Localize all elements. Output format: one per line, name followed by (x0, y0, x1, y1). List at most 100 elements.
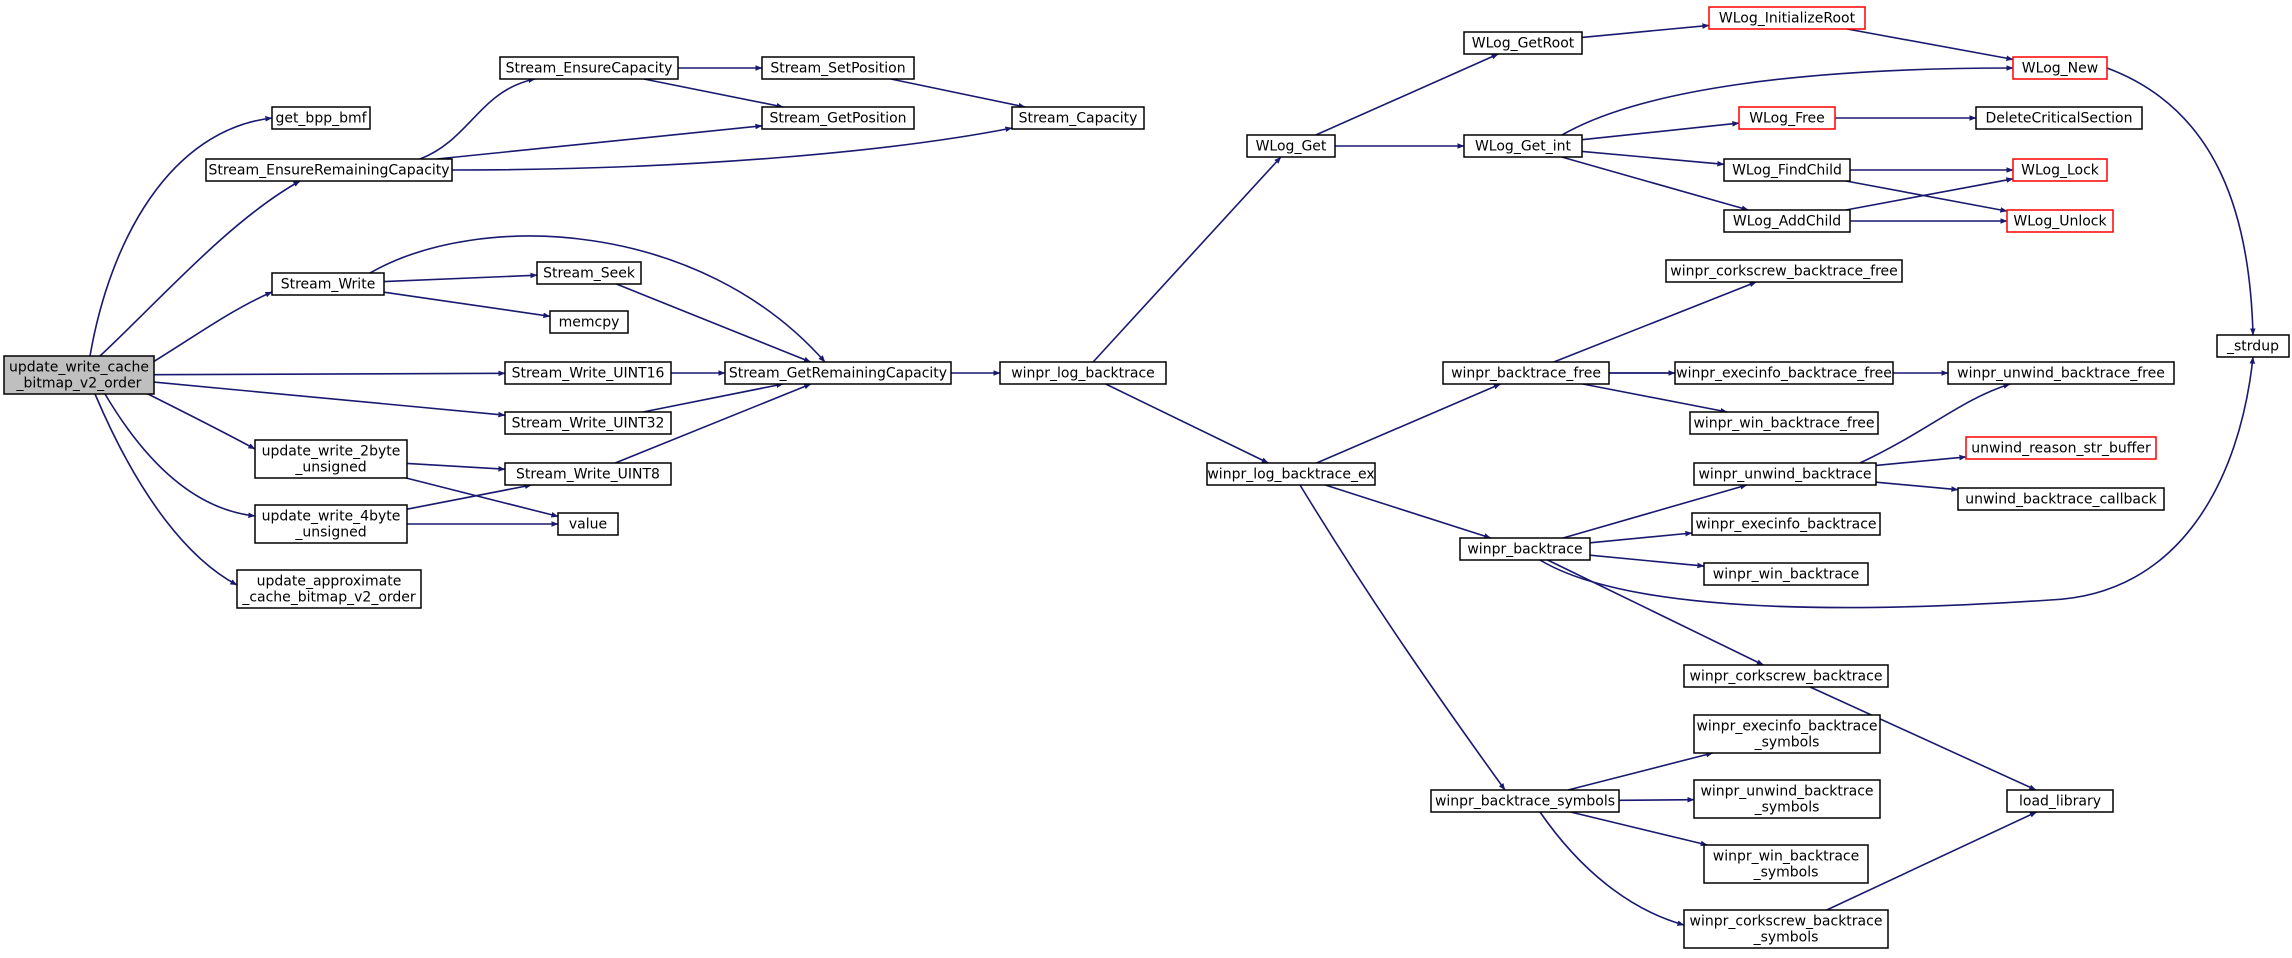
node-wlog-get-int[interactable]: WLog_Get_int (1463, 134, 1583, 158)
node-wbs[interactable]: winpr_backtrace_symbols (1430, 789, 1620, 813)
node-web-free[interactable]: winpr_execinfo_backtrace_free (1674, 361, 1894, 385)
node-box[interactable] (2006, 789, 2114, 813)
node-box[interactable] (1723, 209, 1851, 233)
node-sw-uint16[interactable]: Stream_Write_UINT16 (504, 361, 672, 385)
node-web[interactable]: winpr_execinfo_backtrace (1691, 512, 1881, 536)
node-box[interactable] (1206, 462, 1376, 486)
node-box[interactable] (1708, 6, 1866, 30)
node-root[interactable]: update_write_cache_bitmap_v2_order (3, 355, 155, 395)
node-wub-free[interactable]: winpr_unwind_backtrace_free (1947, 361, 2175, 385)
node-box[interactable] (2216, 334, 2290, 358)
node-wlog-free[interactable]: WLog_Free (1738, 106, 1836, 130)
node-get-bpp-bmf[interactable]: get_bpp_bmf (271, 106, 371, 130)
node-box[interactable] (1011, 106, 1145, 130)
node-box[interactable] (1430, 789, 1620, 813)
node-update-approx[interactable]: update_approximate_cache_bitmap_v2_order (236, 569, 422, 609)
node-box[interactable] (1975, 106, 2143, 130)
node-box[interactable] (2006, 209, 2114, 233)
node-wlog-unlock[interactable]: WLog_Unlock (2006, 209, 2114, 233)
node-box[interactable] (504, 411, 672, 435)
node-box[interactable] (1703, 562, 1869, 586)
node-box[interactable] (1442, 361, 1610, 385)
node-box[interactable] (1957, 487, 2165, 511)
node-wb[interactable]: winpr_backtrace (1459, 537, 1591, 561)
node-wb-free[interactable]: winpr_backtrace_free (1442, 361, 1610, 385)
node-box[interactable] (1693, 779, 1881, 819)
node-box[interactable] (2012, 56, 2108, 80)
node-wlog-getroot[interactable]: WLog_GetRoot (1463, 31, 1583, 55)
node-box[interactable] (1463, 31, 1583, 55)
node-wlbe[interactable]: winpr_log_backtrace_ex (1206, 462, 1376, 486)
node-strdup[interactable]: _strdup (2216, 334, 2290, 358)
node-s-getpos[interactable]: Stream_GetPosition (761, 106, 915, 130)
node-wcb[interactable]: winpr_corkscrew_backtrace (1683, 664, 1889, 688)
node-wlog-findchild[interactable]: WLog_FindChild (1723, 158, 1851, 182)
node-wcbs[interactable]: winpr_corkscrew_backtrace_symbols (1683, 909, 1889, 949)
node-wwb-free[interactable]: winpr_win_backtrace_free (1689, 411, 1879, 435)
node-box[interactable] (536, 261, 642, 285)
node-wlog-new[interactable]: WLog_New (2012, 56, 2108, 80)
node-box[interactable] (271, 272, 385, 296)
node-box[interactable] (1693, 462, 1877, 486)
node-box[interactable] (1683, 664, 1889, 688)
node-unwind-reason[interactable]: unwind_reason_str_buffer (1965, 436, 2157, 460)
node-box[interactable] (1665, 259, 1903, 283)
node-box[interactable] (1723, 158, 1851, 182)
node-box[interactable] (205, 158, 453, 182)
node-box[interactable] (761, 106, 915, 130)
node-box[interactable] (271, 106, 371, 130)
node-box[interactable] (1738, 106, 1836, 130)
node-box[interactable] (504, 361, 672, 385)
node-box[interactable] (499, 56, 679, 80)
node-box[interactable] (3, 355, 155, 395)
node-wlb[interactable]: winpr_log_backtrace (999, 361, 1167, 385)
node-wlog-addchild[interactable]: WLog_AddChild (1723, 209, 1851, 233)
node-value[interactable]: value (557, 512, 619, 536)
node-box[interactable] (999, 361, 1167, 385)
node-box[interactable] (1459, 537, 1591, 561)
node-box[interactable] (1689, 411, 1879, 435)
node-box[interactable] (236, 569, 422, 609)
node-wcb-free[interactable]: winpr_corkscrew_backtrace_free (1665, 259, 1903, 283)
node-s-seek[interactable]: Stream_Seek (536, 261, 642, 285)
node-box[interactable] (2012, 158, 2108, 182)
node-wwb[interactable]: winpr_win_backtrace (1703, 562, 1869, 586)
node-box[interactable] (724, 361, 952, 385)
node-box[interactable] (254, 439, 408, 479)
node-s-getrem[interactable]: Stream_GetRemainingCapacity (724, 361, 952, 385)
node-se-ensure-cap[interactable]: Stream_EnsureCapacity (499, 56, 679, 80)
node-unwind-cb[interactable]: unwind_backtrace_callback (1957, 487, 2165, 511)
node-stream-write[interactable]: Stream_Write (271, 272, 385, 296)
node-sw-uint32[interactable]: Stream_Write_UINT32 (504, 411, 672, 435)
node-box[interactable] (1703, 844, 1869, 884)
node-sw-uint8[interactable]: Stream_Write_UINT8 (504, 462, 672, 486)
node-box[interactable] (1947, 361, 2175, 385)
node-box[interactable] (549, 310, 629, 334)
node-box[interactable] (1965, 436, 2157, 460)
node-wwbs[interactable]: winpr_win_backtrace_symbols (1703, 844, 1869, 884)
node-wlog-initroot[interactable]: WLog_InitializeRoot (1708, 6, 1866, 30)
node-wub[interactable]: winpr_unwind_backtrace (1693, 462, 1877, 486)
node-uw-4byte[interactable]: update_write_4byte_unsigned (254, 504, 408, 544)
node-wubs[interactable]: winpr_unwind_backtrace_symbols (1693, 779, 1881, 819)
node-box[interactable] (1463, 134, 1583, 158)
node-wlog-lock[interactable]: WLog_Lock (2012, 158, 2108, 182)
node-box[interactable] (1246, 134, 1336, 158)
node-box[interactable] (1693, 714, 1881, 754)
node-box[interactable] (504, 462, 672, 486)
node-box[interactable] (761, 56, 915, 80)
node-box[interactable] (557, 512, 619, 536)
node-memcpy[interactable]: memcpy (549, 310, 629, 334)
node-box[interactable] (1683, 909, 1889, 949)
node-box[interactable] (1691, 512, 1881, 536)
node-box[interactable] (1674, 361, 1894, 385)
node-uw-2byte[interactable]: update_write_2byte_unsigned (254, 439, 408, 479)
node-load-library[interactable]: load_library (2006, 789, 2114, 813)
node-delete-cs[interactable]: DeleteCriticalSection (1975, 106, 2143, 130)
node-s-capacity[interactable]: Stream_Capacity (1011, 106, 1145, 130)
node-box[interactable] (254, 504, 408, 544)
node-se-ensure-remaining[interactable]: Stream_EnsureRemainingCapacity (205, 158, 453, 182)
node-s-setpos[interactable]: Stream_SetPosition (761, 56, 915, 80)
node-webs[interactable]: winpr_execinfo_backtrace_symbols (1693, 714, 1881, 754)
node-wlog-get[interactable]: WLog_Get (1246, 134, 1336, 158)
